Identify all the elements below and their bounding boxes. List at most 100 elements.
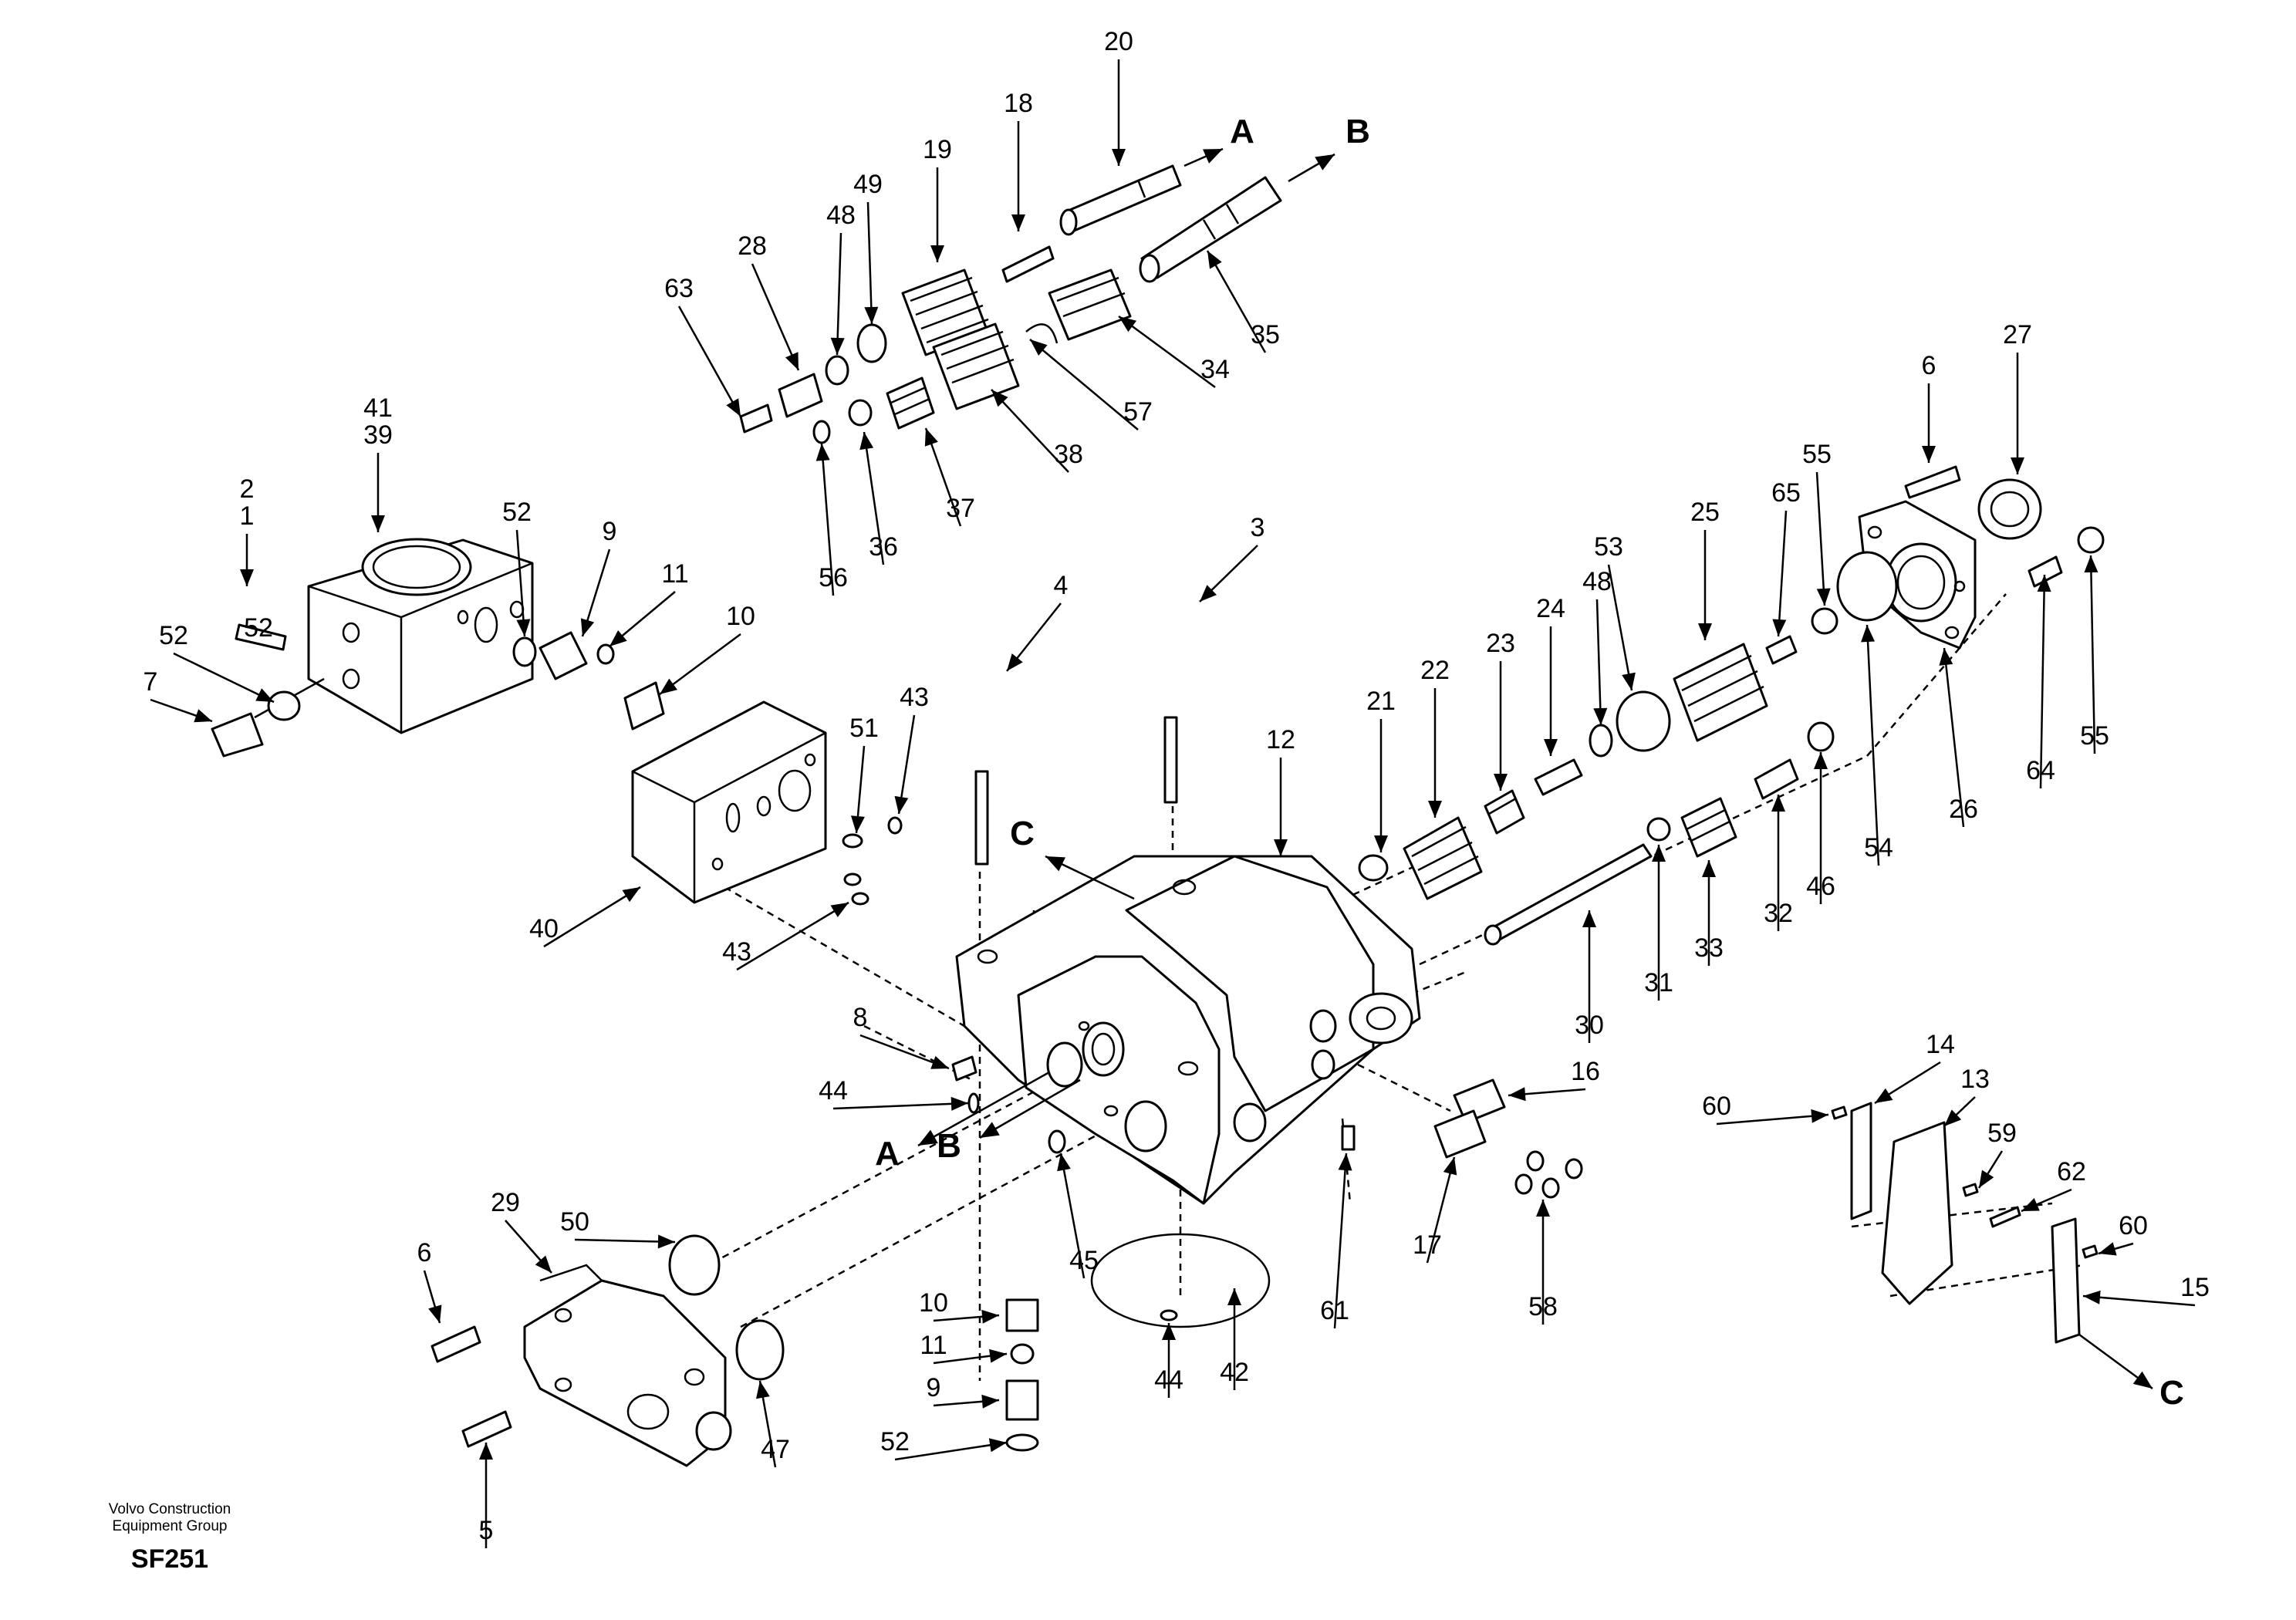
part-24 [1534, 758, 1583, 796]
spring-25 [1673, 643, 1768, 742]
arrowhead-39 [371, 515, 385, 532]
callout-52: 52 [880, 1427, 910, 1456]
leader-65 [1777, 510, 1788, 637]
arrowhead-57 [1030, 339, 1048, 356]
section-arrowhead-B [1315, 154, 1335, 170]
part-10b [1005, 1298, 1039, 1332]
leader-49 [866, 201, 873, 325]
part-36 [848, 399, 873, 427]
callout-3: 3 [1251, 513, 1265, 542]
valve-body [955, 855, 1421, 1205]
arrowhead-30 [1582, 910, 1596, 927]
part-27 [1977, 478, 2042, 540]
callout-6: 6 [417, 1238, 432, 1267]
callout-49: 49 [853, 170, 883, 199]
leader-43 [736, 901, 849, 971]
callout-52: 52 [502, 498, 532, 527]
part-48a [825, 355, 849, 386]
leader-54 [1866, 624, 1880, 866]
part-52c [1005, 1433, 1039, 1452]
callout-37: 37 [946, 494, 975, 523]
arrowhead-63 [726, 398, 741, 417]
callout-1: 1 [240, 501, 255, 531]
callout-8: 8 [853, 1003, 868, 1032]
leader-15 [2082, 1294, 2196, 1307]
arrowhead-51 [850, 815, 865, 833]
callout-16: 16 [1571, 1057, 1600, 1086]
callout-38: 38 [1054, 440, 1083, 469]
spring-22 [1403, 816, 1483, 900]
callout-50: 50 [560, 1207, 589, 1237]
part-1-2 [235, 623, 287, 651]
part-6-bottom [430, 1325, 481, 1363]
leader-55 [2089, 555, 2096, 754]
arrowhead-35 [1207, 251, 1222, 269]
leader-37 [924, 427, 962, 527]
springs [886, 268, 1768, 900]
part-7 [211, 712, 264, 758]
callout-36: 36 [869, 532, 898, 562]
callout-44: 44 [1154, 1365, 1183, 1395]
leader-55 [1815, 471, 1826, 606]
part-43a [842, 833, 863, 849]
arrowhead-12 [1274, 839, 1288, 856]
arrowhead-49 [864, 306, 879, 324]
callout-6: 6 [1922, 351, 1936, 380]
arrowhead-7 [194, 709, 212, 723]
leader-48 [836, 232, 842, 356]
leader-61 [1333, 1153, 1348, 1329]
arrowhead-6 [1922, 446, 1936, 463]
callout-22: 22 [1420, 656, 1450, 685]
arrowhead-15 [2083, 1290, 2101, 1304]
part-49 [856, 323, 887, 363]
company-line-2: Equipment Group [112, 1518, 228, 1534]
callout-39: 39 [363, 420, 393, 450]
section-arrowhead-A [1203, 149, 1223, 164]
callout-19: 19 [923, 135, 952, 164]
arrowhead-5 [479, 1443, 493, 1460]
arrowhead-61 [1338, 1153, 1352, 1171]
arrowhead-10 [660, 678, 678, 694]
arrowhead-28 [785, 352, 799, 370]
section-arrow-A [917, 1071, 1050, 1147]
arrowhead-50 [657, 1234, 675, 1249]
spools [1001, 164, 1653, 946]
arrowhead-33 [1702, 860, 1716, 877]
callout-32: 32 [1764, 899, 1793, 928]
section-arrowhead-B [980, 1122, 1000, 1138]
part-61 [1341, 1125, 1356, 1151]
arrowhead-25 [1698, 623, 1712, 640]
callout-43: 43 [722, 937, 751, 967]
callout-27: 27 [2003, 320, 2032, 349]
arrowhead-55 [1816, 588, 1831, 606]
arrowhead-13 [1944, 1109, 1962, 1126]
part-14 [1850, 1102, 1872, 1220]
leader-57 [1029, 339, 1139, 430]
callout-14: 14 [1926, 1030, 1955, 1059]
arrowhead-19 [930, 245, 944, 262]
part-59 [1962, 1183, 1979, 1197]
leader-44 [832, 1102, 969, 1110]
arrowhead-29 [535, 1255, 552, 1273]
callout-21: 21 [1366, 687, 1396, 716]
arrowhead-4 [1007, 653, 1023, 671]
callout-63: 63 [664, 274, 694, 303]
arrowhead-9 [981, 1394, 999, 1409]
leader-36 [863, 431, 885, 565]
callout-52: 52 [244, 613, 273, 643]
callout-41: 41 [363, 393, 393, 423]
callout-2: 2 [240, 474, 255, 504]
section-marker-B: B [937, 1127, 961, 1165]
callout-5: 5 [479, 1516, 494, 1545]
part-9 [539, 631, 588, 680]
arrowhead-60 [1811, 1109, 1828, 1123]
part-6-top [1904, 465, 1961, 499]
part-42 [1090, 1233, 1271, 1328]
arrowhead-10 [981, 1309, 999, 1324]
callout-45: 45 [1069, 1246, 1099, 1275]
callout-61: 61 [1320, 1296, 1349, 1325]
part-21 [1358, 854, 1389, 882]
part-44b [1160, 1309, 1178, 1321]
leader-48 [1595, 599, 1602, 726]
